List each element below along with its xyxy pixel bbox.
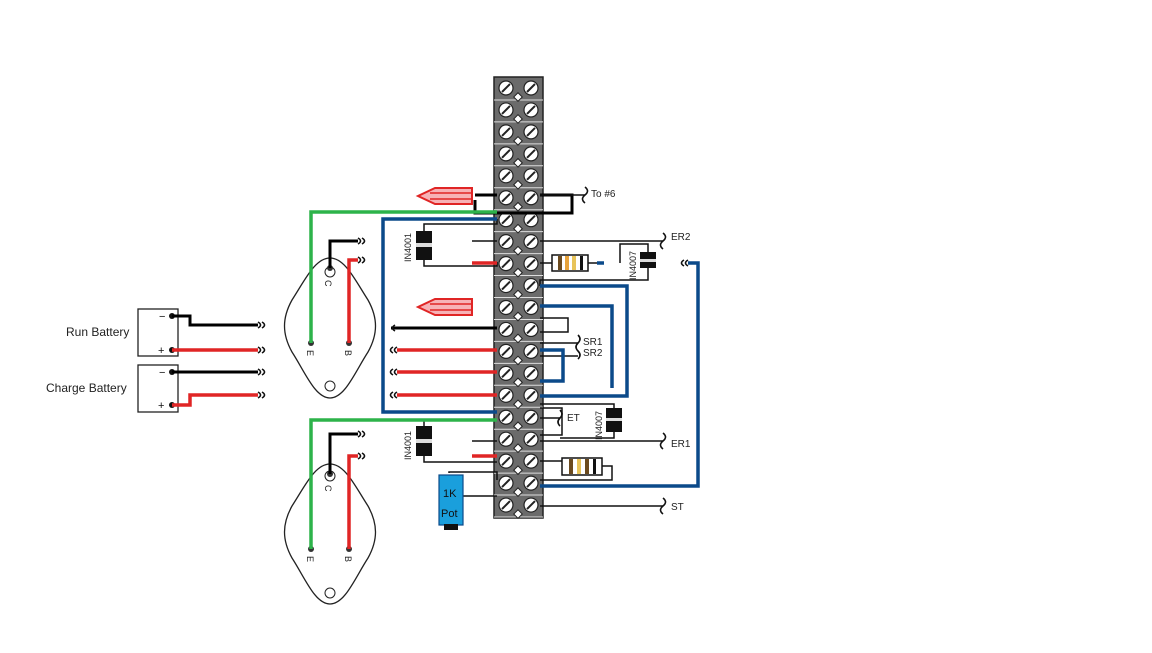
terminal-13 <box>494 343 543 366</box>
battery-run-minus: − <box>159 311 165 323</box>
terminal-9 <box>494 256 543 278</box>
diode-top-right <box>640 252 656 268</box>
resistor-top <box>551 254 589 272</box>
transistor-bottom <box>283 463 377 605</box>
diode-bottom-right-label: IN4007 <box>594 411 604 440</box>
battery-charge-plus: + <box>158 400 164 412</box>
terminal-4 <box>494 146 543 168</box>
blue-wires <box>381 217 700 488</box>
resistor-bottom <box>561 457 603 476</box>
transistor-bottom-b-label: B <box>343 556 353 562</box>
terminal-6 <box>494 190 543 212</box>
fuse-top <box>415 187 473 205</box>
terminal-20 <box>494 497 543 519</box>
terminal-2 <box>494 102 543 124</box>
label-sr1: SR1 <box>583 337 603 348</box>
transistor-bottom-c-label: C <box>323 485 333 492</box>
transistor-top-e-label: E <box>305 350 315 356</box>
transistor-top <box>283 257 377 399</box>
battery-charge-minus: − <box>159 367 165 379</box>
terminal-1 <box>494 80 543 102</box>
red-wires <box>172 258 497 549</box>
label-sr2: SR2 <box>583 348 603 359</box>
terminal-10 <box>494 277 543 300</box>
transistor-top-c-label: C <box>323 280 333 287</box>
terminal-18 <box>494 453 543 476</box>
diode-top-right-label: IN4007 <box>628 251 638 280</box>
label-to6: To #6 <box>591 189 616 200</box>
terminal-16 <box>494 409 543 432</box>
terminal-11 <box>494 299 543 322</box>
pot-label-line1: 1K <box>443 488 457 500</box>
pot-1k <box>438 474 464 530</box>
pot-label-line2: Pot <box>441 508 458 520</box>
terminal-14 <box>494 365 543 388</box>
run-battery-label: Run Battery <box>66 325 130 339</box>
terminal-15 <box>494 387 543 410</box>
label-et: ET <box>567 413 580 424</box>
charge-battery-label: Charge Battery <box>46 381 127 395</box>
label-er2: ER2 <box>671 232 691 243</box>
diode-bottom-left-label: IN4001 <box>403 431 413 460</box>
diode-top-left <box>416 231 432 260</box>
green-wires <box>309 210 497 549</box>
terminal-block <box>493 76 544 519</box>
diode-bottom-right <box>606 408 622 432</box>
fuse-middle <box>415 298 473 316</box>
transistor-bottom-e-label: E <box>305 556 315 562</box>
terminal-8 <box>494 234 543 256</box>
label-st: ST <box>671 502 684 513</box>
terminal-12 <box>494 321 543 344</box>
terminal-19 <box>494 475 543 498</box>
label-er1: ER1 <box>671 439 691 450</box>
terminal-3 <box>494 124 543 146</box>
wire-ends <box>257 186 689 515</box>
battery-run-plus: + <box>158 345 164 357</box>
terminal-7 <box>494 212 543 234</box>
diode-bottom-left <box>416 426 432 456</box>
terminal-5 <box>494 168 543 190</box>
terminal-17 <box>494 431 543 454</box>
transistor-top-b-label: B <box>343 350 353 356</box>
diode-top-left-label: IN4001 <box>403 233 413 262</box>
